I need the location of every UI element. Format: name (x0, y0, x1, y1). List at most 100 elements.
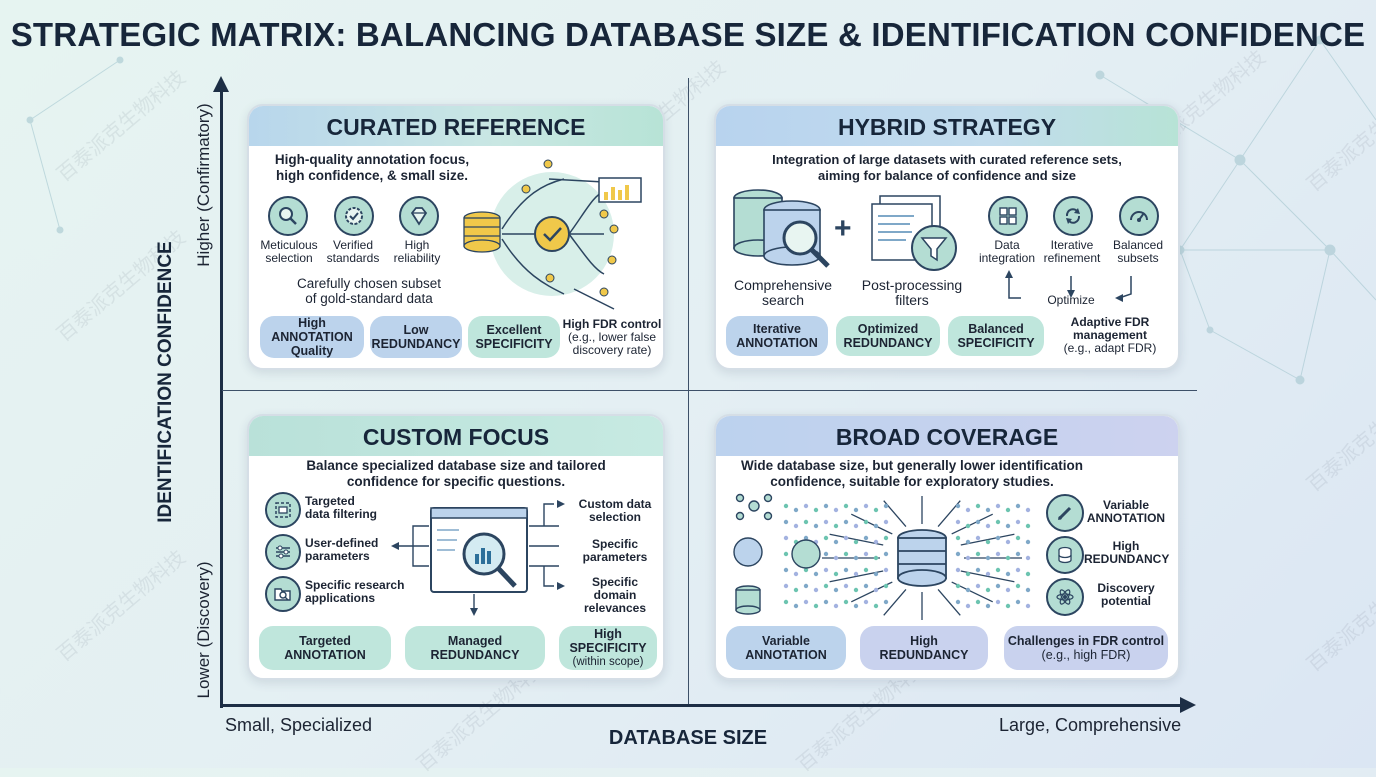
burst-dot (995, 551, 1001, 557)
burst-dot (873, 587, 879, 593)
burst-dot (965, 587, 971, 593)
burst-dot (853, 523, 859, 529)
y-axis-title: IDENTIFICATION CONFIDENCE (155, 241, 176, 523)
burst-dot (883, 503, 889, 509)
burst-ray (937, 588, 961, 616)
burst-dot (883, 551, 889, 557)
burst-dot (833, 587, 839, 593)
burst-dot (965, 507, 971, 513)
burst-dot (843, 503, 849, 509)
burst-dot (823, 567, 829, 573)
burst-dot (965, 539, 971, 545)
sliders-icon (265, 534, 301, 570)
gauge-icon (1119, 196, 1159, 236)
burst-dot (863, 567, 869, 573)
burst-dot (853, 539, 859, 545)
burst-dot (1015, 583, 1021, 589)
database-search-icon (733, 189, 830, 268)
quadrant-divider-horizontal (222, 390, 1197, 391)
burst-dot (1005, 555, 1011, 561)
burst-dot (1025, 507, 1031, 513)
burst-dot (853, 507, 859, 513)
filter-box-icon (265, 492, 301, 528)
y-axis-high-label: Higher (Confirmatory) (194, 103, 213, 267)
burst-dot (995, 535, 1001, 541)
burst-ray (951, 513, 993, 535)
custom-focus-panel: CUSTOM FOCUS Balance specialized databas… (247, 414, 665, 680)
x-axis-large-label: Large, Comprehensive (999, 715, 1182, 735)
burst-dot (965, 523, 971, 529)
x-axis-small-label: Small, Specialized (225, 715, 373, 735)
burst-dot (793, 571, 799, 577)
burst-dot (843, 519, 849, 525)
diamond-icon (399, 196, 439, 236)
burst-dot (995, 519, 1001, 525)
burst-dot (853, 587, 859, 593)
burst-dot (1015, 519, 1021, 525)
burst-dot (1025, 539, 1031, 545)
curated-reference-panel: CURATED REFERENCE High-quality annotatio… (247, 104, 665, 370)
burst-dot (883, 567, 889, 573)
burst-dot (833, 555, 839, 561)
burst-dot (995, 599, 1001, 605)
burst-dot (1005, 523, 1011, 529)
burst-dot (853, 603, 859, 609)
burst-dot (843, 599, 849, 605)
burst-dot (955, 519, 961, 525)
quadrant-divider-vertical (688, 78, 689, 704)
burst-dot (863, 503, 869, 509)
curated-heading: CURATED REFERENCE (249, 106, 663, 146)
burst-dot (1015, 599, 1021, 605)
burst-dot (985, 539, 991, 545)
burst-dot (975, 583, 981, 589)
burst-dot (853, 571, 859, 577)
burst-dot (803, 599, 809, 605)
burst-dot (955, 503, 961, 509)
burst-dot (803, 567, 809, 573)
burst-dot (853, 555, 859, 561)
burst-dot (863, 535, 869, 541)
burst-dot (883, 583, 889, 589)
burst-dot (1025, 523, 1031, 529)
burst-dot (793, 523, 799, 529)
burst-dot (863, 583, 869, 589)
y-axis-arrowhead (213, 76, 229, 92)
optimize-arrows (1005, 270, 1132, 302)
hybrid-heading: HYBRID STRATEGY (716, 106, 1178, 146)
burst-dot (1015, 567, 1021, 573)
hybrid-description: Integration of large datasets with curat… (772, 152, 1122, 183)
filter-document-icon (871, 195, 957, 271)
burst-dot (833, 539, 839, 545)
burst-dot (995, 583, 1001, 589)
burst-dot (823, 583, 829, 589)
burst-dot (803, 503, 809, 509)
plus-icon: + (834, 212, 852, 245)
burst-dot (1025, 555, 1031, 561)
burst-dot (783, 535, 789, 541)
burst-dot (823, 535, 829, 541)
burst-dot (1015, 551, 1021, 557)
burst-dot (975, 551, 981, 557)
burst-dot (823, 551, 829, 557)
burst-dot (965, 603, 971, 609)
burst-dot (793, 507, 799, 513)
burst-dot (873, 507, 879, 513)
burst-dot (1025, 587, 1031, 593)
atom-icon (1046, 578, 1084, 616)
burst-dot (965, 571, 971, 577)
burst-dot (1025, 603, 1031, 609)
burst-dot (985, 555, 991, 561)
burst-dot (995, 503, 1001, 509)
